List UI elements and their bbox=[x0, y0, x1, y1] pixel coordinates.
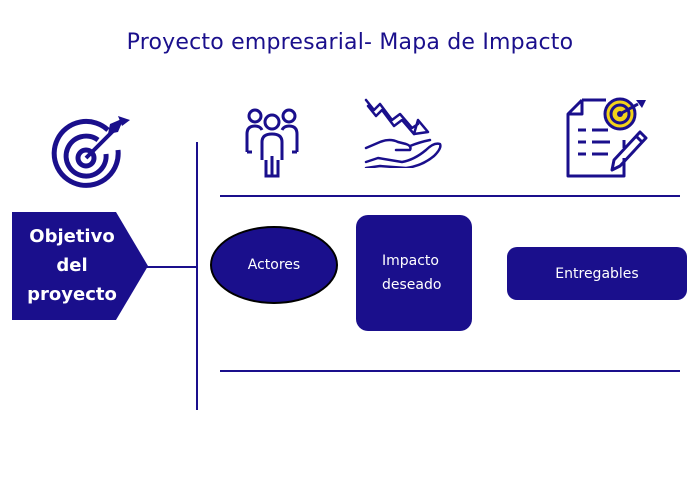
objective-connector bbox=[146, 266, 196, 268]
objective-line-1: Objetivo bbox=[29, 226, 115, 247]
deliverables-node: Entregables bbox=[507, 247, 687, 300]
impact-node: Impacto deseado bbox=[356, 215, 472, 331]
bottom-divider bbox=[220, 370, 680, 372]
page-title: Proyecto empresarial- Mapa de Impacto bbox=[126, 30, 574, 55]
hand-falling-graph-icon bbox=[364, 98, 442, 168]
actors-label: Actores bbox=[247, 257, 301, 273]
impact-line-2: deseado bbox=[382, 277, 442, 293]
vertical-divider bbox=[196, 142, 198, 410]
impact-line-1: Impacto bbox=[382, 253, 439, 269]
top-divider bbox=[220, 195, 680, 197]
objective-line-3: proyecto bbox=[27, 284, 117, 305]
actors-node: Actores bbox=[210, 226, 338, 304]
people-group-icon bbox=[245, 108, 299, 178]
objective-box: Objetivo del proyecto bbox=[12, 212, 148, 320]
target-arrow-icon bbox=[51, 116, 130, 188]
document-target-pen-icon bbox=[566, 97, 648, 178]
objective-line-2: del bbox=[56, 255, 88, 276]
deliverables-label: Entregables bbox=[555, 265, 639, 282]
